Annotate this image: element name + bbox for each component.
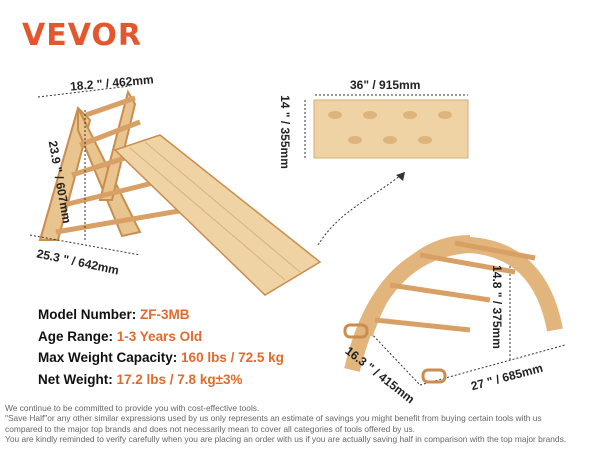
spec-list: Model Number: ZF-3MB Age Range: 1-3 Year… [38,304,284,390]
spec-capacity: Max Weight Capacity: 160 lbs / 72.5 kg [38,350,284,365]
dim-arch-height: 14.8 " / 375mm [489,265,504,349]
spec-model: Model Number: ZF-3MB [38,307,190,322]
arch-rocker [343,235,563,384]
dim-ramp-width: 14 " / 355mm [277,95,292,169]
arrow-icon [396,172,405,181]
ramp-top-view [313,99,469,159]
spec-age: Age Range: 1-3 Years Old [38,328,203,344]
spec-weight: Net Weight: 17.2 lbs / 7.8 kg±3% [38,371,243,387]
brand-logo: VEVOR [22,18,143,53]
ramp-slide [113,134,322,296]
dim-ramp-length: 36" / 915mm [350,78,421,92]
disclaimer: We continue to be committed to provide y… [5,403,567,444]
